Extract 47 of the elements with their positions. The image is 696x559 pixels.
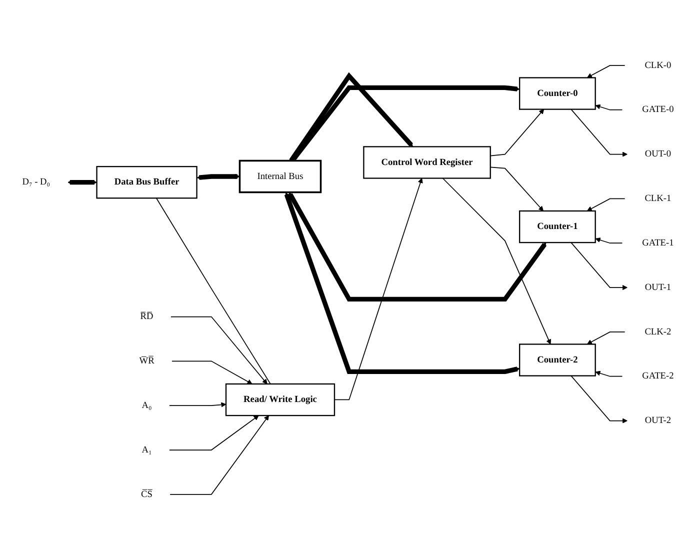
node-text: R̅D̅ [140, 311, 154, 321]
node-box: Read/ Write Logic [225, 382, 336, 416]
node-box: Counter-1 [519, 210, 596, 243]
arrow [284, 192, 520, 374]
arrow [334, 178, 423, 400]
node-text: A₁ [142, 444, 152, 454]
arrow [168, 414, 259, 450]
arrow [168, 402, 226, 407]
node-text: C̅S̅ [141, 488, 152, 499]
node-text: OUT-1 [644, 282, 672, 292]
arrow [490, 108, 544, 156]
node-text: GATE-2 [642, 370, 674, 381]
arrow [442, 177, 551, 344]
connector [156, 197, 271, 384]
arrow [595, 104, 623, 110]
arrow [586, 198, 626, 211]
node-text: CLK-0 [644, 60, 672, 70]
arrow [170, 316, 268, 384]
node-box: Counter-0 [519, 76, 596, 110]
node-text: GATE-0 [642, 104, 674, 114]
node-box: Data Bus Buffer [96, 166, 198, 198]
arrow [570, 108, 628, 156]
arrow [170, 414, 269, 494]
node-box: Internal Bus [238, 159, 322, 193]
arrow [196, 173, 240, 180]
arrow [595, 370, 623, 376]
arrow [171, 360, 252, 384]
arrow [292, 84, 520, 160]
node-text: CLK-1 [644, 193, 672, 203]
arrow [570, 374, 628, 423]
node-text: OUT-2 [644, 415, 672, 426]
arrow [289, 72, 414, 162]
arrow [586, 64, 626, 78]
arrow [595, 237, 623, 244]
arrow [586, 331, 626, 344]
node-text: D₇ - D₀ [22, 176, 50, 187]
node-text: W̅R̅ [139, 355, 154, 366]
node-box: Control Word Register [363, 146, 491, 178]
node-text: CLK-2 [644, 326, 672, 336]
node-text: GATE-1 [642, 237, 674, 248]
node-text: OUT-0 [644, 148, 672, 159]
arrow [490, 166, 544, 211]
node-text: A₀ [142, 400, 152, 410]
arrow [288, 192, 547, 302]
arrow [68, 179, 98, 184]
arrow [570, 242, 628, 290]
node-box: Counter-2 [519, 343, 596, 376]
